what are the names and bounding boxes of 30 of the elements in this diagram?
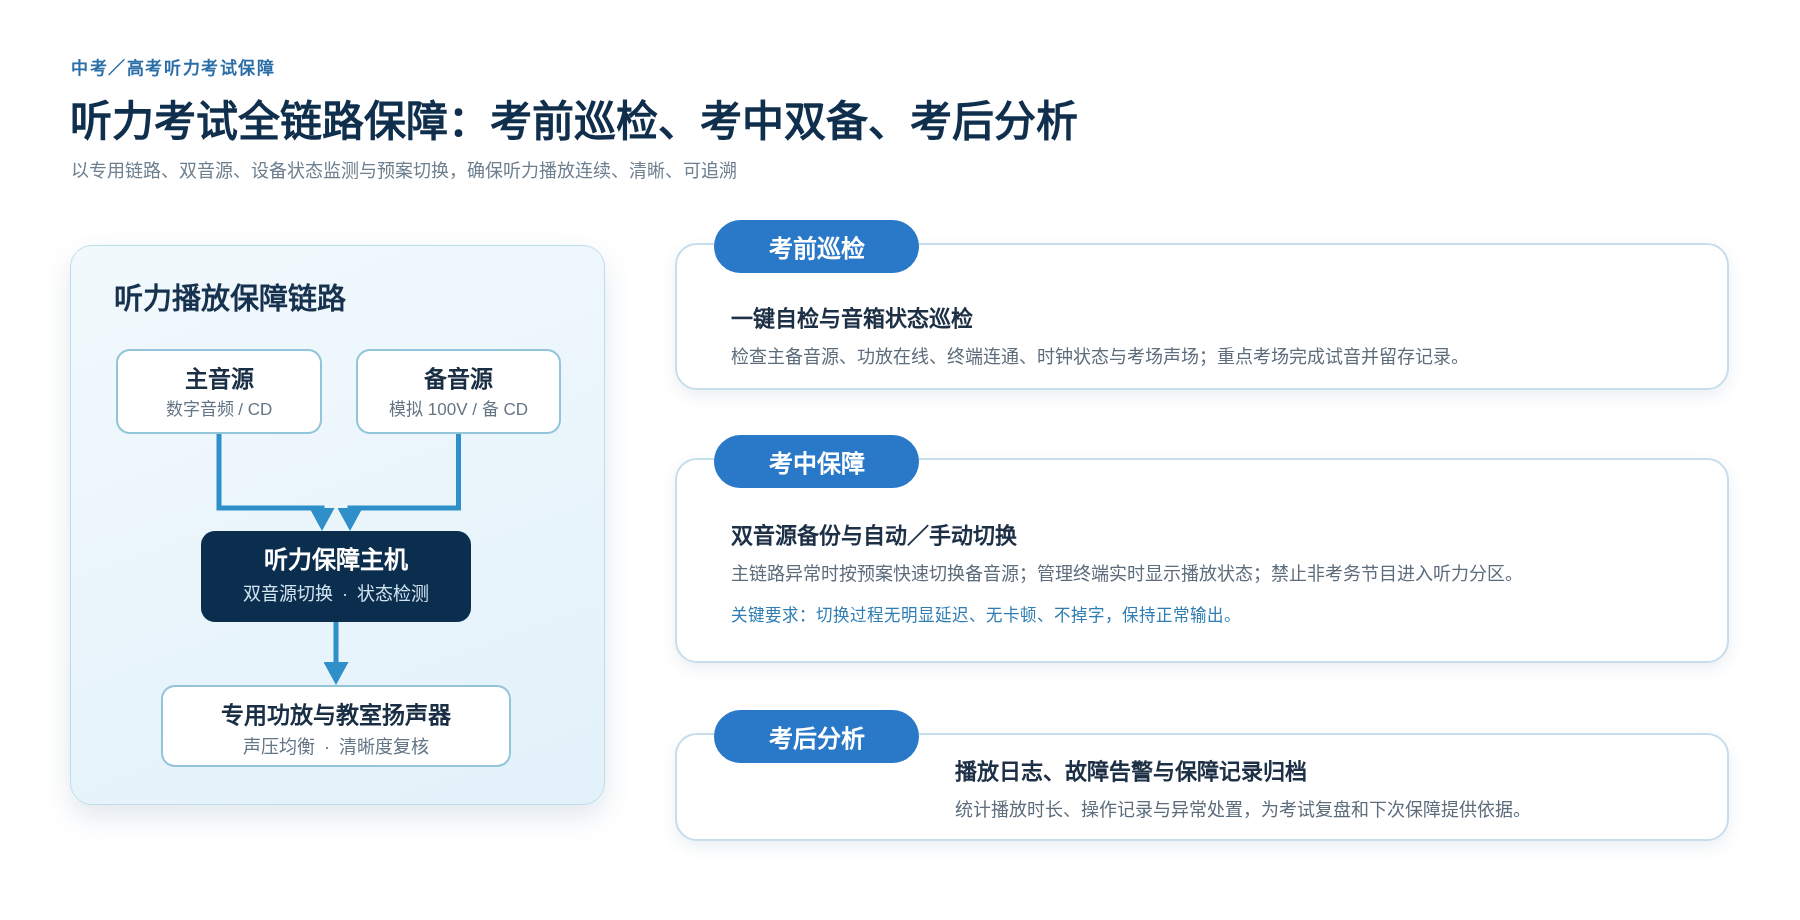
arrow (323, 622, 349, 685)
card-heading: 双音源备份与自动／手动切换 (731, 522, 1017, 550)
card-heading: 播放日志、故障告警与保障记录归档 (955, 758, 1307, 786)
kicker-label: 中考／高考听力考试保障 (71, 58, 276, 80)
box-subtitle: 双音源切换 · 状态检测 (243, 583, 429, 606)
arrow (216, 434, 335, 531)
key-requirement: 关键要求：切换过程无明显延迟、无卡顿、不掉字，保持正常输出。 (731, 605, 1241, 626)
card-text: 主链路异常时按预案快速切换备音源；管理终端实时显示播放状态；禁止非考务节目进入听力分区。 (731, 563, 1523, 586)
box-title: 专用功放与教室扬声器 (221, 701, 451, 730)
source-box (356, 349, 561, 434)
phase-tag: 考前巡检 (714, 220, 919, 273)
box-subtitle: 模拟 100V / 备 CD (389, 399, 528, 421)
subtitle: 以专用链路、双音源、设备状态监测与预案切换，确保听力播放连续、清晰、可追溯 (71, 160, 737, 183)
box-subtitle: 声压均衡 · 清晰度复核 (243, 736, 429, 759)
box-subtitle: 数字音频 / CD (165, 399, 273, 421)
phase-tag: 考中保障 (714, 435, 919, 488)
source-box (116, 349, 322, 434)
page-title: 听力考试全链路保障：考前巡检、考中双备、考后分析 (70, 97, 1078, 147)
box-title: 备音源 (424, 365, 493, 394)
host-box (201, 531, 471, 622)
card-heading: 一键自检与音箱状态巡检 (731, 305, 973, 333)
box-title: 主音源 (184, 365, 254, 394)
card-text: 检查主备音源、功放在线、终端连通、时钟状态与考场声场；重点考场完成试音并留存记录。 (731, 346, 1469, 369)
panel-card (70, 245, 605, 805)
panel-heading: 听力播放保障链路 (114, 282, 346, 316)
phase-tag: 考后分析 (714, 710, 919, 763)
card-text: 统计播放时长、操作记录与异常处置，为考试复盘和下次保障提供依据。 (955, 799, 1531, 822)
box-title: 听力保障主机 (264, 545, 408, 575)
output-box (161, 685, 511, 767)
arrow (337, 434, 461, 531)
